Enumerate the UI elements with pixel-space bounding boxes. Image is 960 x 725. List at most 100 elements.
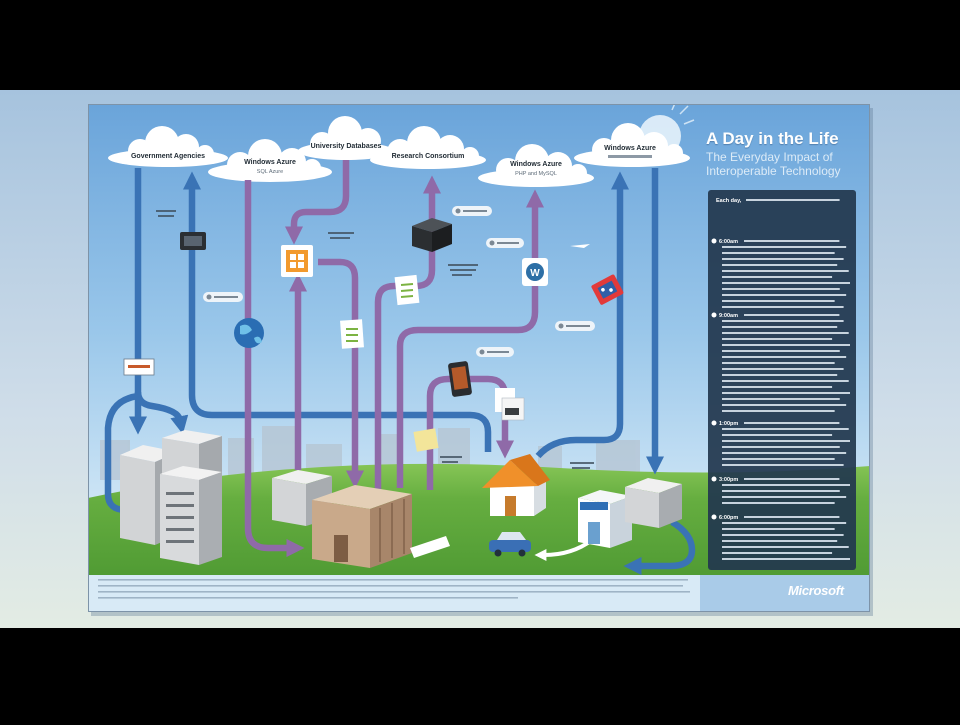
timeline-bullet	[711, 238, 717, 244]
storage-box-front	[272, 478, 306, 526]
server-box-right	[625, 478, 682, 528]
timeline-bullet	[711, 476, 717, 482]
panel-text-line	[722, 452, 847, 454]
footer-text-line	[98, 591, 690, 593]
poster: Government Agencies Windows Azure SQL Az…	[88, 104, 870, 612]
panel-text-line	[722, 380, 849, 382]
home-door	[505, 496, 516, 516]
flow-home-to-gov	[182, 171, 492, 452]
panel-text-line	[722, 522, 847, 524]
panel-text-line	[722, 356, 847, 358]
panel-text-line	[722, 392, 850, 394]
home-roof-front	[482, 460, 538, 488]
panel-text-line	[722, 368, 844, 370]
panel-text-line	[722, 288, 840, 290]
server-right-top	[625, 478, 682, 493]
time-tag	[555, 321, 595, 331]
timeline-time: 1:00pm	[719, 421, 738, 427]
footer-text-line	[98, 585, 683, 587]
panel-text-line	[722, 294, 847, 296]
office-door	[334, 535, 348, 562]
timeline-time: 6:00am	[719, 239, 738, 245]
panel-text-line	[722, 276, 833, 278]
microsoft-logo: Microsoft	[788, 583, 845, 598]
footer-fine-print	[98, 579, 690, 599]
home	[482, 454, 550, 516]
panel-text-line	[722, 464, 844, 466]
cloud-label-research-consortium: Research Consortium	[392, 153, 465, 160]
cloud-label-windows-azure-3: Windows Azure	[604, 145, 656, 152]
panel-text-line	[722, 306, 844, 308]
flow-azure-sql-to-office	[244, 180, 305, 558]
car	[489, 532, 531, 557]
panel-text-line	[744, 240, 840, 242]
cloud-windows-azure-php	[478, 144, 594, 187]
cloud-label-windows-azure-2: Windows Azure	[510, 161, 562, 168]
panel-text-line	[722, 344, 850, 346]
poster-title: A Day in the Life	[706, 129, 839, 148]
server-c-front	[160, 474, 199, 565]
panel-text-line	[722, 398, 840, 400]
panel-text-line	[722, 490, 840, 492]
timeline-time: 9:00am	[719, 313, 738, 319]
panel-text-line	[722, 332, 849, 334]
document-stack-icon	[495, 388, 525, 421]
panel-text-line	[722, 362, 835, 364]
panel-text-line	[722, 528, 835, 530]
panel-text-line	[722, 386, 833, 388]
cloud-sublabel-php-mysql: PHP and MySQL	[515, 171, 557, 177]
panel-text-line	[722, 458, 835, 460]
car-wheel-front	[494, 549, 502, 557]
cloud-research-consortium	[370, 126, 486, 169]
panel-text-line	[722, 410, 835, 412]
wordpress-icon: W	[522, 258, 548, 286]
timeline-time: 6:00pm	[719, 515, 738, 521]
server-right-side	[659, 484, 682, 528]
flow-document-to-office	[318, 258, 365, 489]
pizza-box-icon	[591, 274, 624, 305]
flow-branch-to-server-stack	[134, 391, 189, 435]
footer-text-line	[98, 597, 518, 599]
flow-loop-left	[104, 392, 161, 520]
home-side	[534, 478, 546, 516]
office-document-icon	[281, 245, 313, 277]
data-flow-arrows	[104, 160, 696, 576]
poster-border	[88, 104, 870, 612]
flow-home-to-azure	[535, 171, 630, 459]
flow-university-to-document	[284, 160, 350, 245]
panel-text-line	[744, 478, 840, 480]
server-right-front	[625, 487, 659, 528]
archive-sign	[410, 536, 450, 558]
store-door	[588, 522, 600, 544]
timeline: 6:00am 9:00am 1:00pm 3:00pm 6:00pm	[711, 238, 738, 521]
poster-subtitle: The Everyday Impact of Interoperable Tec…	[706, 150, 841, 178]
sticky-note-icon	[413, 428, 439, 452]
panel-text-line	[722, 534, 844, 536]
annotations	[156, 210, 594, 469]
panel-text-line	[744, 516, 840, 518]
panel-text-line	[722, 338, 833, 340]
panel-text-line	[722, 552, 833, 554]
panel-text-line	[746, 199, 840, 201]
cloud-label-windows-azure-1: Windows Azure	[244, 159, 296, 166]
panel-text-line	[722, 404, 847, 406]
car-windows	[497, 532, 526, 540]
server-stack	[120, 430, 222, 565]
timeline-bullet	[711, 514, 717, 520]
panel-text-line	[722, 320, 844, 322]
server-slots	[166, 492, 194, 543]
server-c-top	[160, 466, 222, 480]
document-icon	[340, 319, 364, 349]
timeline-bullet	[711, 312, 717, 318]
panel-text-line	[722, 446, 840, 448]
store-building	[578, 490, 632, 548]
time-tag	[486, 238, 524, 248]
cloud-windows-azure-sql	[208, 139, 332, 182]
home-roof-side	[510, 454, 550, 486]
storage-box-top	[272, 470, 332, 484]
panel-text-line	[744, 314, 840, 316]
panel-text-line	[722, 264, 838, 266]
store-top	[578, 490, 632, 504]
panel-text-line	[722, 258, 844, 260]
